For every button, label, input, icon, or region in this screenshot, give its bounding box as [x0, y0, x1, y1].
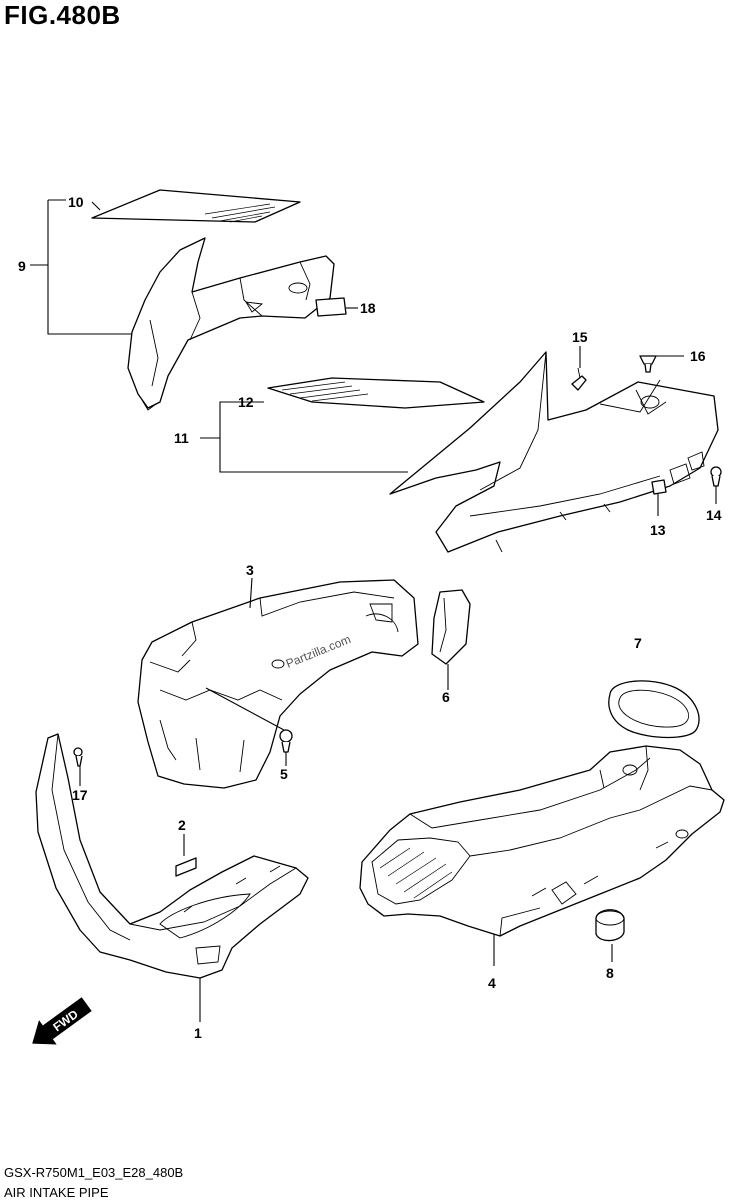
callout-9[interactable]: 9: [18, 258, 26, 274]
part-9-inner-cover[interactable]: [127, 237, 335, 411]
callout-1[interactable]: 1: [194, 1025, 202, 1041]
part-4-air-intake-pipe[interactable]: [359, 745, 725, 937]
part-6-seal[interactable]: [431, 589, 471, 665]
callout-4[interactable]: 4: [488, 975, 496, 991]
part-12-sticker[interactable]: [267, 377, 485, 409]
footer: GSX-R750M1_E03_E28_480B AIR INTAKE PIPE: [4, 1163, 183, 1203]
figure-title: FIG.480B: [4, 0, 121, 30]
leader-lines: [30, 199, 717, 1022]
part-14-screw[interactable]: [710, 466, 722, 487]
callout-11[interactable]: 11: [174, 430, 189, 446]
section-name: AIR INTAKE PIPE: [4, 1185, 109, 1200]
callout-10[interactable]: 10: [68, 194, 84, 210]
callout-7[interactable]: 7: [634, 635, 642, 651]
part-5-screw[interactable]: [279, 729, 293, 753]
callout-2[interactable]: 2: [178, 817, 186, 833]
part-13-clip[interactable]: [651, 479, 667, 495]
callout-8[interactable]: 8: [606, 965, 614, 981]
callout-16[interactable]: 16: [690, 348, 706, 364]
model-code: GSX-R750M1_E03_E28_480B: [4, 1165, 184, 1180]
part-2-sticker[interactable]: [175, 857, 197, 877]
callout-6[interactable]: 6: [442, 689, 450, 705]
callout-17[interactable]: 17: [72, 787, 88, 803]
part-3-air-duct[interactable]: [137, 579, 419, 789]
part-18-pad[interactable]: [315, 297, 347, 317]
callout-12[interactable]: 12: [238, 394, 254, 410]
callout-14[interactable]: 14: [706, 507, 722, 523]
part-7-ring-seal[interactable]: [608, 680, 700, 739]
callout-5[interactable]: 5: [280, 766, 288, 782]
part-16-rivet[interactable]: [639, 355, 657, 373]
callout-18[interactable]: 18: [360, 300, 376, 316]
callout-13[interactable]: 13: [650, 522, 666, 538]
callout-3[interactable]: 3: [246, 562, 254, 578]
part-11-right-cover[interactable]: [389, 351, 719, 553]
part-15-screw[interactable]: [571, 367, 587, 391]
fwd-arrow-icon: FWD: [32, 997, 92, 1045]
part-1-lower-cover[interactable]: [35, 733, 309, 979]
callout-labels: 10 9 18 15 16 12 11 13 14 3 7 6 5 17 2 4…: [18, 194, 722, 1041]
part-10-sticker[interactable]: [91, 189, 301, 223]
part-8-grommet[interactable]: [595, 909, 625, 942]
part-17-screw[interactable]: [73, 747, 83, 767]
callout-15[interactable]: 15: [572, 329, 588, 345]
